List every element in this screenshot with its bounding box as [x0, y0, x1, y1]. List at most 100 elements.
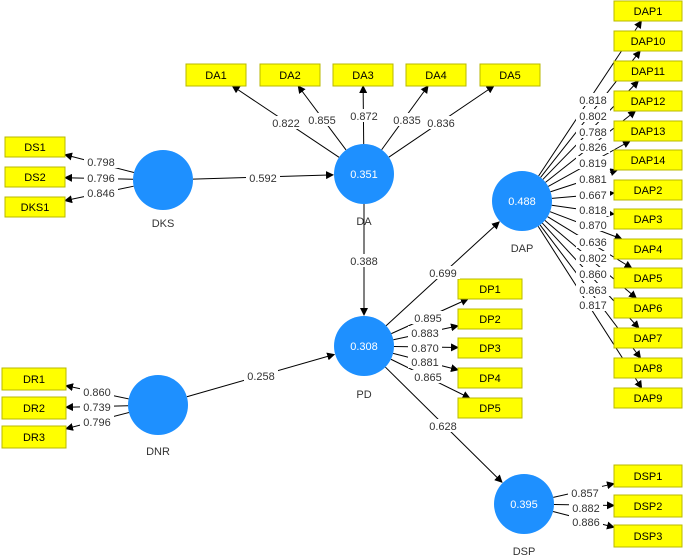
indicator-label-dap8: DAP8 [634, 363, 663, 375]
indicator-box-dap7[interactable] [613, 327, 683, 349]
indicator-box-da2[interactable] [259, 63, 321, 87]
indicator-box-dp1[interactable] [457, 278, 523, 300]
indicator-label-da3: DA3 [352, 70, 373, 82]
indicator-box-dsp1[interactable] [613, 464, 683, 488]
loading-value-dp3: 0.870 [411, 343, 439, 355]
indicator-box-dap14[interactable] [613, 149, 683, 171]
loading-value-dap6: 0.802 [579, 253, 607, 265]
loading-value-dap5: 0.636 [579, 237, 607, 249]
loading-label-bg [576, 188, 610, 201]
path-coef-pd-dap: 0.699 [429, 268, 457, 280]
indicator-box-dap6[interactable] [613, 297, 683, 319]
indicator-box-dap5[interactable] [613, 267, 683, 289]
loading-label-bg [576, 156, 610, 169]
loading-label-bg [576, 125, 610, 138]
indicator-box-dap3[interactable] [613, 208, 683, 230]
construct-node-dap[interactable] [492, 171, 552, 231]
loading-value-dap4: 0.870 [579, 220, 607, 232]
loading-value-dsp2: 0.882 [572, 503, 600, 515]
indicator-label-dp1: DP1 [479, 284, 500, 296]
indicator-box-da5[interactable] [479, 63, 541, 87]
loading-label-bg [347, 109, 381, 122]
indicator-box-dr2[interactable] [1, 396, 67, 420]
loading-value-dap8: 0.863 [579, 285, 607, 297]
loading-value-da1: 0.822 [272, 118, 300, 130]
indicator-label-dsp3: DSP3 [634, 531, 663, 543]
path-coef-bg [246, 171, 280, 184]
loading-label-bg [576, 267, 610, 280]
loading-label-bg [411, 311, 445, 324]
indicator-label-da1: DA1 [205, 70, 226, 82]
indicator-label-dp3: DP3 [479, 343, 500, 355]
indicator-box-dp2[interactable] [457, 308, 523, 330]
indicator-box-dap12[interactable] [613, 90, 683, 112]
loading-value-dr1: 0.860 [83, 387, 111, 399]
loading-value-ds1: 0.798 [87, 157, 115, 169]
construct-node-dnr[interactable] [128, 375, 188, 435]
indicator-box-dp4[interactable] [457, 367, 523, 389]
indicator-label-dr2: DR2 [23, 403, 45, 415]
loading-label-bg [576, 251, 610, 264]
loading-value-dp4: 0.881 [411, 357, 439, 369]
loading-label-bg [576, 140, 610, 153]
loading-label-bg [576, 283, 610, 296]
construct-name-da: DA [356, 216, 372, 228]
path-coef-bg [347, 254, 381, 267]
loading-label-bg [408, 355, 442, 368]
construct-node-dsp[interactable] [494, 474, 554, 534]
indicator-box-dap1[interactable] [613, 0, 683, 22]
indicator-box-dap2[interactable] [613, 179, 683, 201]
path-coef-bg [426, 419, 460, 432]
path-coef-dnr-pd: 0.258 [247, 371, 275, 383]
loading-value-da2: 0.855 [308, 115, 336, 127]
indicator-box-dap13[interactable] [613, 120, 683, 142]
indicator-box-dsp3[interactable] [613, 524, 683, 548]
loading-value-dp2: 0.883 [411, 328, 439, 340]
indicator-box-dsp2[interactable] [613, 494, 683, 518]
indicator-box-dr1[interactable] [1, 367, 67, 391]
indicator-box-da1[interactable] [185, 63, 247, 87]
indicator-box-ds1[interactable] [4, 136, 66, 158]
indicator-box-dap8[interactable] [613, 357, 683, 379]
indicator-label-ds1: DS1 [24, 142, 45, 154]
indicator-box-dap4[interactable] [613, 238, 683, 260]
loading-label-bg [305, 113, 339, 126]
loading-value-dap7: 0.860 [579, 269, 607, 281]
indicator-box-da4[interactable] [405, 63, 467, 87]
loading-value-dr2: 0.739 [83, 402, 111, 414]
loading-value-dap14: 0.881 [579, 174, 607, 186]
loading-label-bg [269, 116, 303, 129]
indicator-label-dap12: DAP12 [631, 96, 666, 108]
indicator-label-da5: DA5 [499, 70, 520, 82]
indicator-label-da2: DA2 [279, 70, 300, 82]
indicator-label-dp2: DP2 [479, 314, 500, 326]
indicator-box-dp5[interactable] [457, 397, 523, 419]
indicator-label-dap7: DAP7 [634, 333, 663, 345]
indicator-box-dp3[interactable] [457, 337, 523, 359]
construct-node-pd[interactable] [334, 316, 394, 376]
indicator-box-dks1[interactable] [4, 196, 66, 218]
loading-value-dap3: 0.818 [579, 205, 607, 217]
loading-value-dp1: 0.895 [414, 313, 442, 325]
loading-label-bg [80, 415, 114, 428]
loading-label-bg [80, 385, 114, 398]
indicator-label-dp4: DP4 [479, 373, 500, 385]
loading-label-bg [84, 186, 118, 199]
indicator-box-dap11[interactable] [613, 60, 683, 82]
indicator-box-dr3[interactable] [1, 425, 67, 449]
indicator-box-dap9[interactable] [613, 387, 683, 409]
indicator-box-ds2[interactable] [4, 166, 66, 188]
indicator-box-dap10[interactable] [613, 30, 683, 52]
loading-value-dsp1: 0.857 [571, 488, 599, 500]
loading-label-bg [80, 400, 114, 413]
indicator-label-dks1: DKS1 [21, 202, 50, 214]
indicator-label-dr3: DR3 [23, 432, 45, 444]
indicator-label-dap14: DAP14 [631, 155, 666, 167]
construct-node-dks[interactable] [133, 150, 193, 210]
indicator-label-dr1: DR1 [23, 374, 45, 386]
indicator-box-da3[interactable] [332, 63, 394, 87]
loading-label-bg [408, 326, 442, 339]
construct-node-da[interactable] [334, 144, 394, 204]
